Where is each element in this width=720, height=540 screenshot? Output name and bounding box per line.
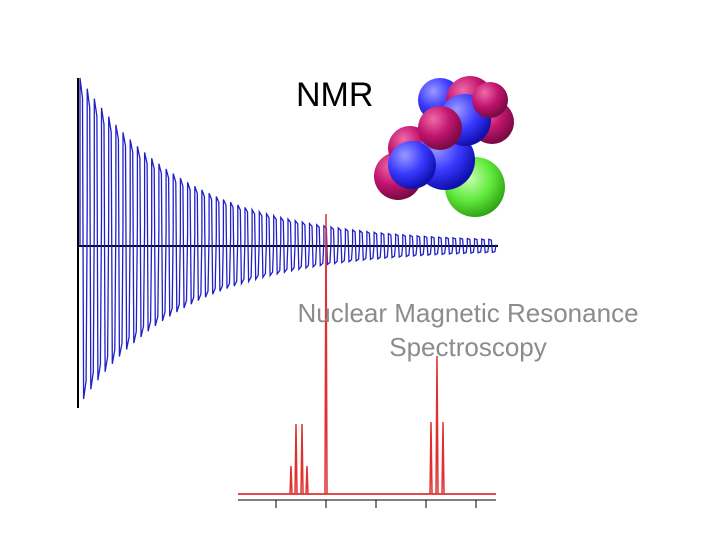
spectrum-axis <box>238 493 496 508</box>
fid-waveform <box>79 77 497 400</box>
subtitle-line-1: Nuclear Magnetic Resonance <box>297 298 639 328</box>
spectrum-ticks <box>275 500 477 508</box>
spectrum-peaks <box>238 213 496 495</box>
slide-subtitle: Nuclear Magnetic Resonance Spectroscopy <box>262 296 674 364</box>
molecule-model-icon <box>374 76 514 217</box>
subtitle-line-2: Spectroscopy <box>389 332 547 362</box>
slide-title: NMR <box>296 76 374 114</box>
